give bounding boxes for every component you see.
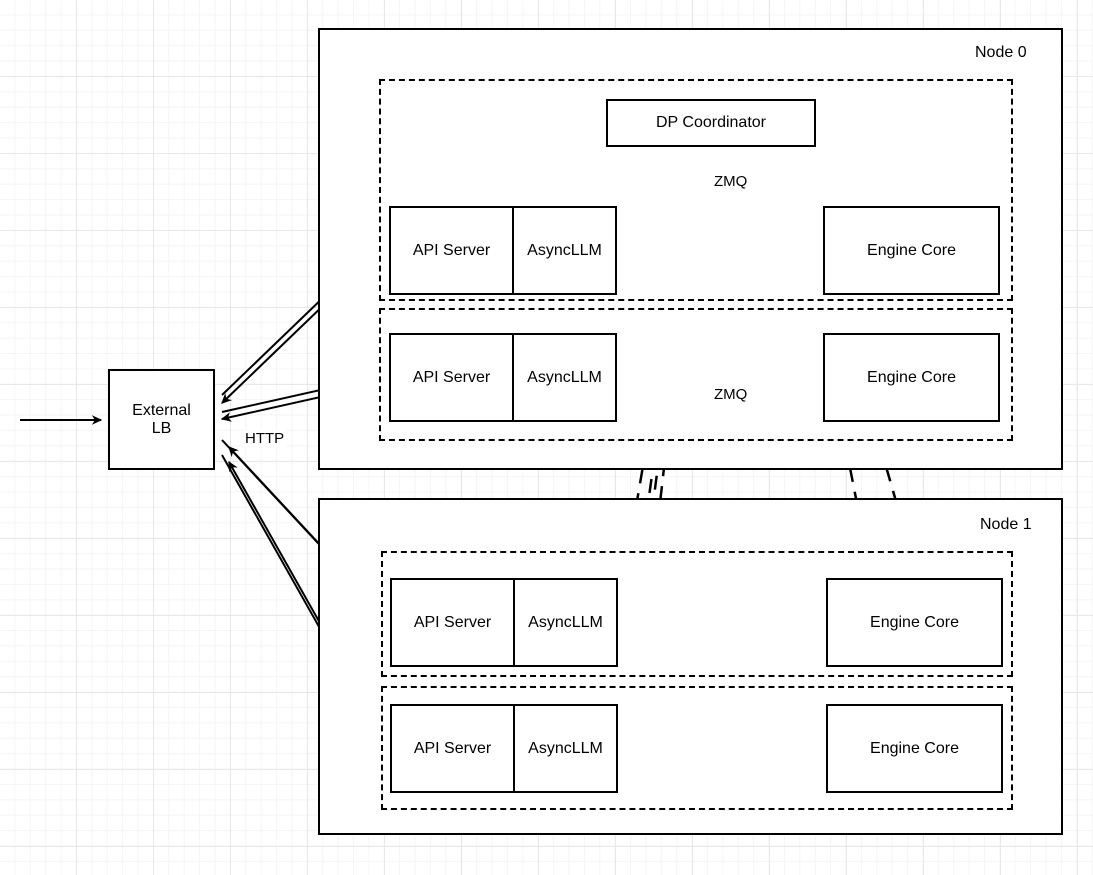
engine-core-label: Engine Core	[870, 739, 959, 757]
node-1-group-1-boundary	[381, 686, 1013, 810]
node-0-group-1-async-llm[interactable]: AsyncLLM	[514, 335, 615, 420]
dp-coordinator-box[interactable]: DP Coordinator	[606, 99, 816, 147]
external-lb-line1: External	[132, 401, 191, 419]
node-0-label: Node 0	[975, 44, 1027, 61]
node-1-group-1-api-server[interactable]: API Server	[392, 706, 515, 791]
api-server-label: API Server	[412, 368, 491, 386]
async-llm-label: AsyncLLM	[528, 613, 603, 631]
node-0-group-0-api-server[interactable]: API Server	[391, 208, 514, 293]
node-1-group-0-engine-core[interactable]: Engine Core	[826, 578, 1003, 667]
node-1-group-0-boundary	[381, 551, 1013, 677]
node-1-group-1-engine-core[interactable]: Engine Core	[826, 704, 1003, 793]
async-llm-label: AsyncLLM	[528, 739, 603, 757]
async-llm-label: AsyncLLM	[527, 241, 602, 259]
node-1-label: Node 1	[980, 516, 1032, 533]
api-server-label: API Server	[412, 241, 491, 259]
zmq-mid-label: ZMQ	[712, 386, 750, 403]
node-0-group-1-server-box[interactable]: API Server AsyncLLM	[389, 333, 617, 422]
node-1-group-1-server-box[interactable]: API Server AsyncLLM	[390, 704, 618, 793]
node-0-group-1-boundary	[379, 308, 1013, 441]
node-0-group-0-async-llm[interactable]: AsyncLLM	[514, 208, 615, 293]
node-1-group-0-async-llm[interactable]: AsyncLLM	[515, 580, 616, 665]
node-0-group-0-engine-core[interactable]: Engine Core	[823, 206, 1000, 295]
node-0-group-0-boundary	[379, 79, 1013, 301]
http-label: HTTP	[243, 430, 287, 447]
api-server-label: API Server	[413, 739, 492, 757]
async-llm-label: AsyncLLM	[527, 368, 602, 386]
engine-core-label: Engine Core	[870, 613, 959, 631]
node-1-group-0-server-box[interactable]: API Server AsyncLLM	[390, 578, 618, 667]
dp-coordinator-label: DP Coordinator	[656, 114, 766, 131]
node-0-group-0-server-box[interactable]: API Server AsyncLLM	[389, 206, 617, 295]
api-server-label: API Server	[413, 613, 492, 631]
node-1-group-1-async-llm[interactable]: AsyncLLM	[515, 706, 616, 791]
external-lb-box[interactable]: External LB	[108, 369, 215, 470]
external-lb-line2: LB	[151, 419, 172, 437]
engine-core-label: Engine Core	[867, 241, 956, 259]
node-1-group-0-api-server[interactable]: API Server	[392, 580, 515, 665]
zmq-top-label: ZMQ	[712, 173, 750, 190]
node-0-group-1-api-server[interactable]: API Server	[391, 335, 514, 420]
engine-core-label: Engine Core	[867, 368, 956, 386]
node-0-group-1-engine-core[interactable]: Engine Core	[823, 333, 1000, 422]
